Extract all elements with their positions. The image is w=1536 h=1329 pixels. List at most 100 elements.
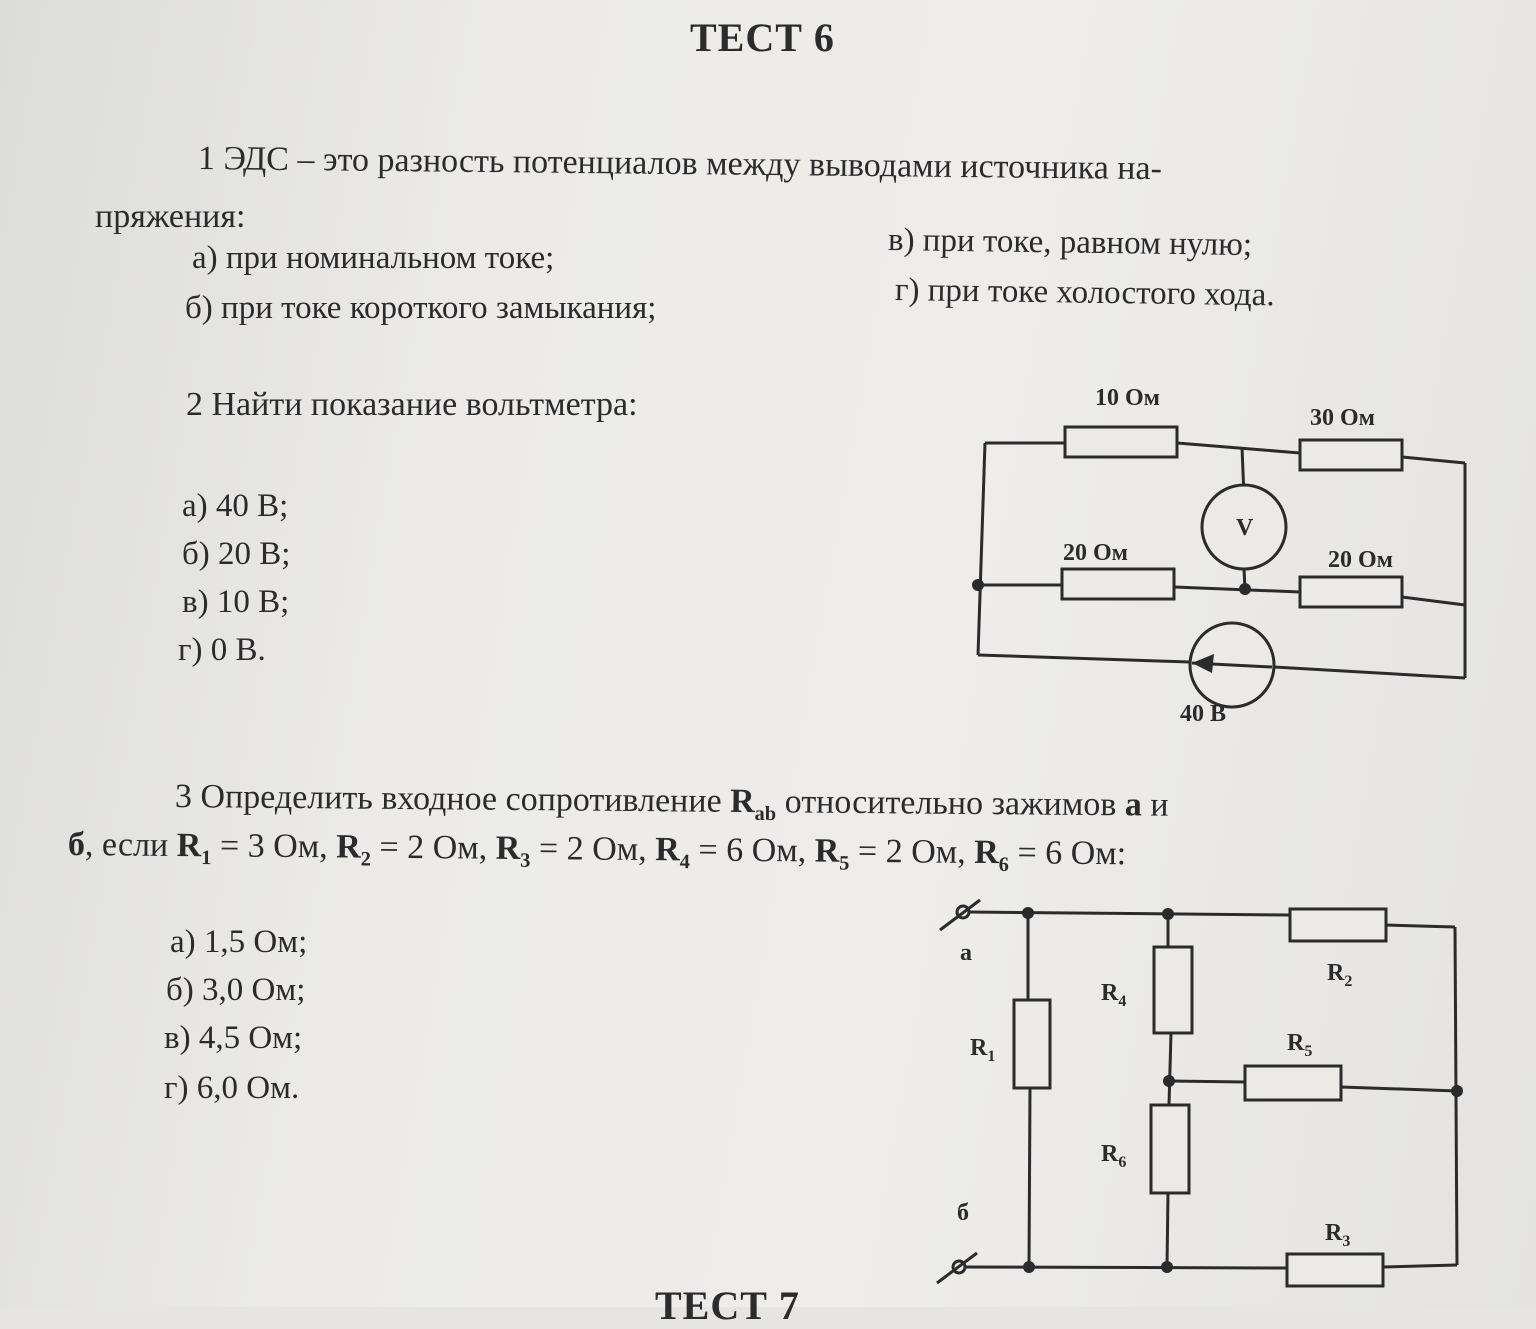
wire xyxy=(1382,1263,1458,1269)
resistor-r5 xyxy=(1243,1064,1343,1102)
q2-option-v[interactable]: в) 10 В; xyxy=(182,584,290,620)
wire xyxy=(1242,568,1247,590)
q3-text-line1: 3 Определить входное сопротивление Rab о… xyxy=(175,778,1169,829)
wire xyxy=(1027,1087,1032,1268)
q3-option-v[interactable]: в) 4,5 Ом; xyxy=(164,1020,303,1056)
q1-option-a[interactable]: а) при номинальном токе; xyxy=(192,240,555,276)
q3-option-b[interactable]: б) 3,0 Ом; xyxy=(166,972,306,1008)
r-value: = 6 Ом, xyxy=(689,831,815,870)
node xyxy=(1451,1085,1463,1097)
wire xyxy=(1176,441,1301,455)
r-ab-symbol: R xyxy=(729,782,755,821)
label-r4-letter: R xyxy=(1101,980,1119,1006)
label-r3-letter: R xyxy=(1325,1220,1343,1246)
label-r2-letter: R xyxy=(1327,960,1345,986)
label-r2: R2 xyxy=(1327,960,1352,990)
q3-text-part: и xyxy=(1141,786,1169,824)
wire xyxy=(1385,923,1456,929)
wire xyxy=(1273,665,1466,680)
node xyxy=(972,579,984,591)
label-r3-sub: 3 xyxy=(1342,1233,1350,1250)
label-r1-letter: R xyxy=(970,1035,988,1061)
r-ab-subscript: ab xyxy=(754,802,777,826)
wire xyxy=(976,442,987,656)
q3-text-part: относительно зажимов xyxy=(776,783,1126,824)
resistor-20-ohm-right xyxy=(1298,575,1404,609)
wire xyxy=(964,1265,1288,1270)
terminal-a-label: а xyxy=(960,940,972,966)
r-subscript: 4 xyxy=(679,851,691,874)
label-20-ohm-left: 20 Ом xyxy=(1063,540,1128,566)
wire xyxy=(1173,585,1301,594)
label-r5-sub: 5 xyxy=(1304,1043,1312,1060)
wire xyxy=(1167,1032,1173,1106)
q2-option-g[interactable]: г) 0 В. xyxy=(178,632,266,668)
wire xyxy=(1168,1079,1246,1084)
terminal-b-ref: б xyxy=(67,826,86,864)
terminal-mark xyxy=(939,898,981,932)
wire xyxy=(968,910,1291,917)
q3-text-part: 3 Определить входное сопротивление xyxy=(174,778,731,820)
q1-text-line2: пряжения: xyxy=(95,198,246,235)
resistor-r1 xyxy=(1012,998,1052,1090)
q3-text-part: , если xyxy=(84,826,177,864)
label-r4: R4 xyxy=(1101,980,1126,1010)
r-symbol: R xyxy=(974,833,999,872)
resistor-20-ohm-left xyxy=(1060,567,1176,601)
q1-option-g[interactable]: г) при токе холостого хода. xyxy=(894,272,1275,314)
label-r5: R5 xyxy=(1287,1030,1312,1060)
terminal-a-ref: а xyxy=(1124,786,1143,824)
label-r3: R3 xyxy=(1325,1220,1350,1250)
label-10-ohm: 10 Ом xyxy=(1095,385,1160,411)
label-r1-sub: 1 xyxy=(987,1048,995,1065)
voltmeter-label: V xyxy=(1236,515,1254,541)
r-symbol: R xyxy=(336,828,361,866)
label-r2-sub: 2 xyxy=(1344,973,1352,990)
label-r6-letter: R xyxy=(1101,1141,1119,1167)
r-subscript: 6 xyxy=(998,853,1010,877)
q1-option-b[interactable]: б) при токе короткого замыкания; xyxy=(185,290,657,326)
r-subscript: 2 xyxy=(360,848,371,871)
q2-text: 2 Найти показание вольтметра: xyxy=(186,386,638,423)
resistor-30-ohm xyxy=(1298,438,1404,472)
q2-option-a[interactable]: а) 40 В; xyxy=(182,488,289,524)
wire xyxy=(1401,595,1466,607)
label-40-v: 40 В xyxy=(1180,701,1226,727)
label-r5-letter: R xyxy=(1287,1030,1305,1056)
q3-option-g[interactable]: г) 6,0 Ом. xyxy=(164,1070,300,1106)
node xyxy=(1023,1261,1035,1273)
r-subscript: 3 xyxy=(520,849,531,872)
r-subscript: 5 xyxy=(839,852,850,875)
r-value: = 2 Ом, xyxy=(370,828,496,867)
q2-option-b[interactable]: б) 20 В; xyxy=(182,536,291,572)
label-r6-sub: 6 xyxy=(1118,1154,1126,1171)
r-symbol: R xyxy=(655,831,680,869)
wire xyxy=(1165,1192,1170,1268)
r-value: = 2 Ом, xyxy=(849,832,975,871)
next-test-title: ТЕСТ 7 xyxy=(655,1283,800,1328)
r-symbol: R xyxy=(176,826,202,865)
r-value: = 6 Ом: xyxy=(1008,834,1127,873)
label-20-ohm-right: 20 Ом xyxy=(1328,547,1393,573)
q3-option-a[interactable]: а) 1,5 Ом; xyxy=(170,924,308,960)
label-30-ohm: 30 Ом xyxy=(1310,405,1375,431)
terminal-b-label: б xyxy=(957,1200,969,1226)
wire xyxy=(1401,455,1466,465)
r-value: = 2 Ом, xyxy=(530,830,656,869)
label-r4-sub: 4 xyxy=(1118,993,1126,1010)
resistor-r2 xyxy=(1288,907,1388,943)
resistor-network-diagram: а б R1 R2 R3 R4 R5 R6 xyxy=(936,898,1463,1288)
node xyxy=(1161,1261,1173,1273)
r-value: = 3 Ом, xyxy=(211,827,337,866)
label-r6: R6 xyxy=(1101,1141,1126,1171)
wire xyxy=(977,653,1191,664)
resistor-r6 xyxy=(1149,1103,1191,1195)
q1-option-v[interactable]: в) при токе, равном нулю; xyxy=(887,222,1253,264)
terminal-mark xyxy=(936,1251,978,1285)
resistor-r4 xyxy=(1152,945,1194,1035)
resistor-10-ohm xyxy=(1063,425,1179,459)
r-symbol: R xyxy=(814,832,840,870)
voltmeter-circuit-diagram: V 10 Ом 30 Ом 20 Ом 20 Ом 40 В xyxy=(972,385,1467,727)
label-r1: R1 xyxy=(970,1035,995,1065)
wire xyxy=(1340,1085,1458,1093)
